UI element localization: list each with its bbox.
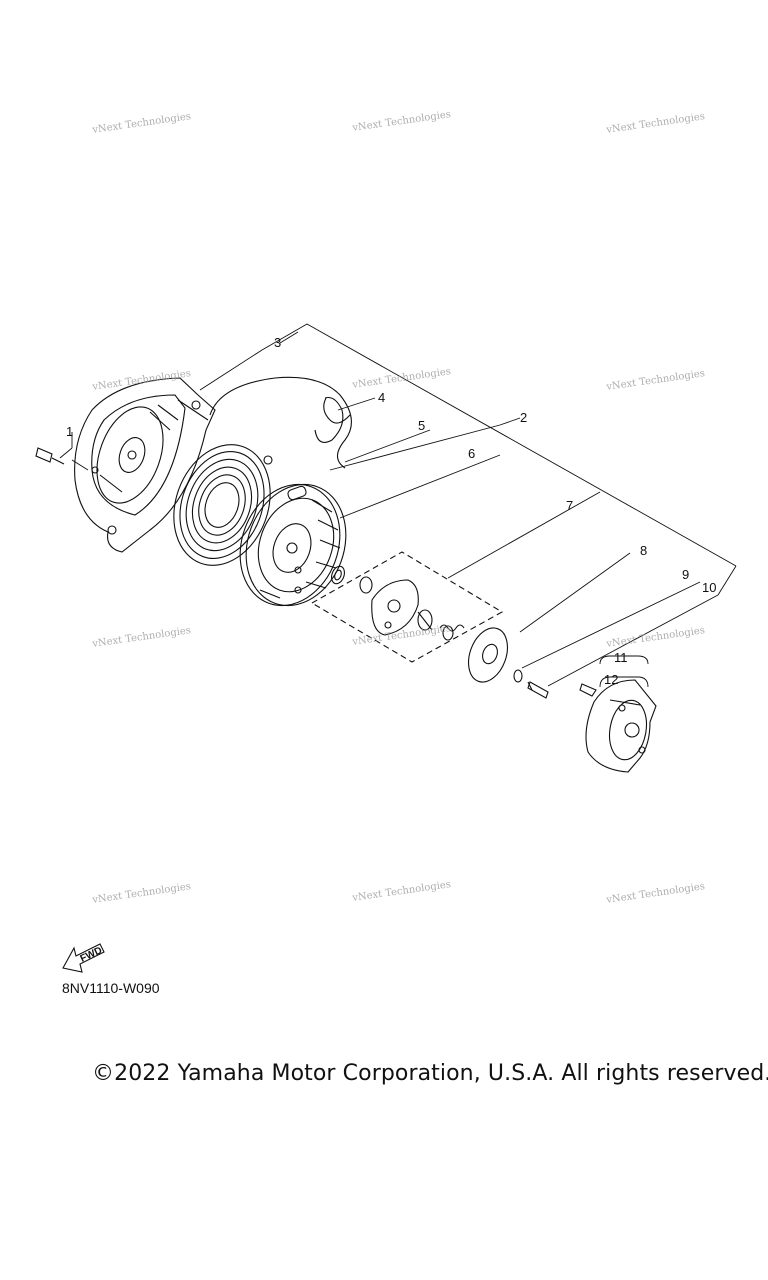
center-bolt: [513, 669, 549, 699]
callout-11: 11: [614, 650, 628, 665]
screw-part-1: [35, 447, 65, 465]
copyright-notice: ©2022 Yamaha Motor Corporation, U.S.A. A…: [92, 1061, 768, 1086]
leader-lines: [59, 323, 737, 688]
callout-2: 2: [520, 410, 527, 425]
recoil-housing: [74, 377, 216, 553]
callout-8: 8: [640, 543, 647, 558]
callout-9: 9: [682, 567, 689, 582]
starter-pulley-cup: [579, 679, 657, 773]
callout-5: 5: [418, 418, 425, 433]
callout-4: 4: [378, 390, 385, 405]
washer-plate: [468, 627, 508, 683]
callout-3: 3: [274, 335, 281, 350]
fwd-arrow-icon: [62, 943, 105, 973]
starter-rope: [209, 376, 352, 469]
fwd-label: FWD: [79, 945, 104, 965]
rope-drum: [239, 483, 347, 607]
callout-6: 6: [468, 446, 475, 461]
recoil-spring: [173, 444, 273, 566]
diagram-code: 8NV1110-W090: [62, 980, 160, 996]
callout-1: 1: [66, 424, 73, 439]
ratchet-kit: [310, 551, 504, 663]
callout-10: 10: [702, 580, 716, 595]
callout-12: 12: [604, 672, 618, 687]
callout-7: 7: [566, 498, 573, 513]
